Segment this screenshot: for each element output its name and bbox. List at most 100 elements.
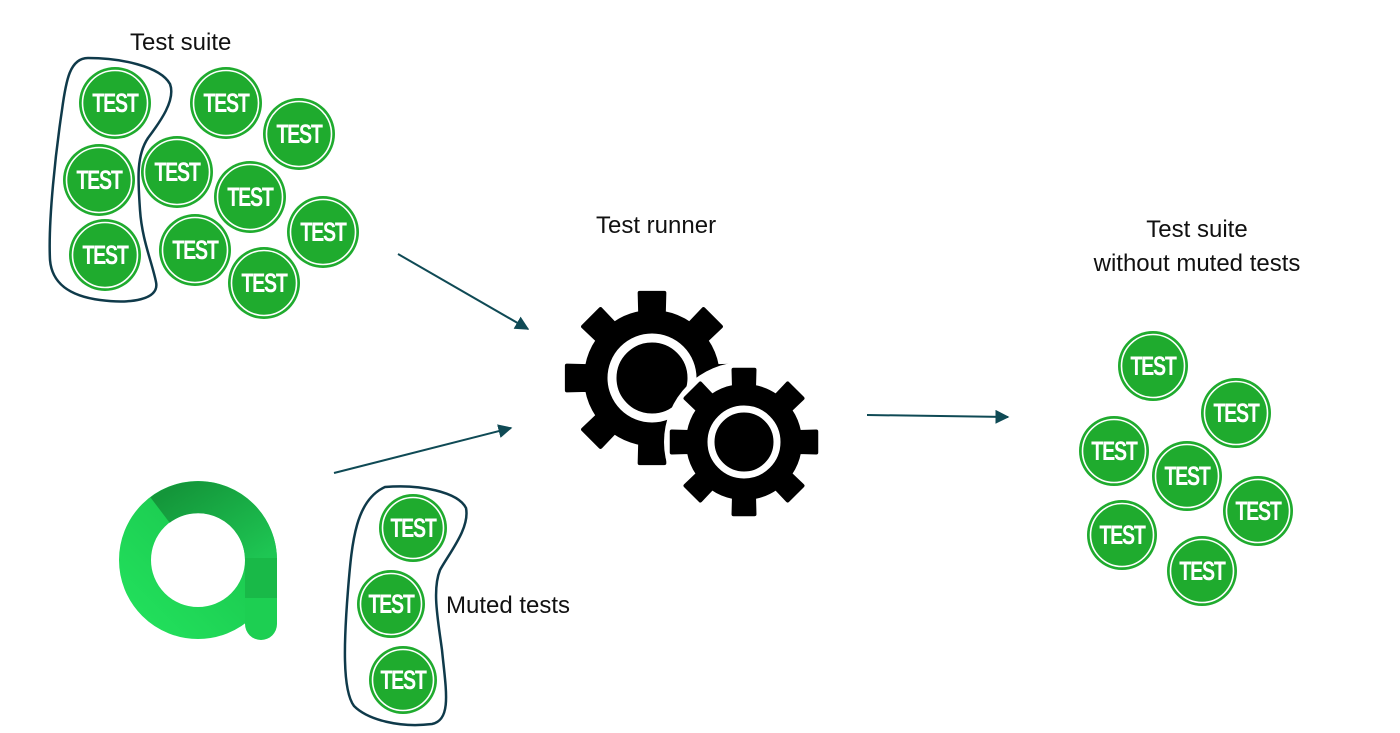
badge-label: TEST bbox=[227, 182, 274, 212]
badge-label: TEST bbox=[1179, 556, 1226, 586]
result-suite-label-line2: without muted tests bbox=[1093, 250, 1301, 277]
small-gear-icon bbox=[669, 367, 819, 517]
badge-circle bbox=[190, 67, 262, 139]
test-badge-icon: TEST bbox=[159, 214, 231, 286]
badge-label: TEST bbox=[154, 157, 201, 187]
badge-circle bbox=[379, 494, 447, 562]
muted-subset-outline bbox=[48, 56, 173, 303]
gear-body bbox=[669, 367, 819, 517]
badge-circle bbox=[214, 161, 286, 233]
badge-ring bbox=[143, 138, 211, 206]
test-badge-icon: TEST bbox=[141, 136, 213, 208]
badge-label: TEST bbox=[82, 240, 129, 270]
test-badge-icon: TEST bbox=[79, 67, 151, 139]
badge-label: TEST bbox=[1164, 461, 1211, 491]
badge-ring bbox=[1154, 443, 1220, 509]
badge-circle bbox=[1087, 500, 1157, 570]
badge-label: TEST bbox=[1099, 520, 1146, 550]
test-badge-icon: TEST bbox=[369, 646, 437, 714]
muted-tests-outline bbox=[343, 485, 468, 727]
badge-circle bbox=[159, 214, 231, 286]
test-badge-icon: TEST bbox=[287, 196, 359, 268]
muted-tests-group: TEST TEST TEST bbox=[357, 494, 447, 714]
badge-label: TEST bbox=[172, 235, 219, 265]
badge-ring bbox=[265, 100, 333, 168]
badge-ring bbox=[161, 216, 229, 284]
badge-circle bbox=[63, 144, 135, 216]
badge-circle bbox=[369, 646, 437, 714]
badge-circle bbox=[141, 136, 213, 208]
test-badge-icon: TEST bbox=[214, 161, 286, 233]
test-badge-icon: TEST bbox=[1223, 476, 1293, 546]
badge-label: TEST bbox=[92, 88, 139, 118]
test-badge-icon: TEST bbox=[357, 570, 425, 638]
badge-circle bbox=[228, 247, 300, 319]
badge-label: TEST bbox=[276, 119, 323, 149]
test-badge-icon: TEST bbox=[190, 67, 262, 139]
test-badge-icon: TEST bbox=[379, 494, 447, 562]
badge-label: TEST bbox=[1091, 436, 1138, 466]
badge-ring bbox=[1120, 333, 1186, 399]
gear-ring bbox=[607, 333, 697, 423]
muted-tests-label: Muted tests bbox=[446, 592, 570, 619]
badge-label: TEST bbox=[203, 88, 250, 118]
badge-ring bbox=[192, 69, 260, 137]
badge-ring bbox=[216, 163, 284, 231]
badge-circle bbox=[1079, 416, 1149, 486]
badge-circle bbox=[1201, 378, 1271, 448]
badge-label: TEST bbox=[76, 165, 123, 195]
test-badge-icon: TEST bbox=[1087, 500, 1157, 570]
badge-circle bbox=[1223, 476, 1293, 546]
badge-ring bbox=[65, 146, 133, 214]
badge-circle bbox=[287, 196, 359, 268]
badge-label: TEST bbox=[368, 589, 415, 619]
badge-ring bbox=[71, 221, 139, 289]
badge-ring bbox=[1203, 380, 1269, 446]
badge-label: TEST bbox=[1130, 351, 1177, 381]
test-suite-label: Test suite bbox=[130, 29, 231, 56]
arrow-suite-to-runner bbox=[397, 253, 530, 330]
test-badge-icon: TEST bbox=[263, 98, 335, 170]
arrow-runner-to-result bbox=[866, 409, 1010, 424]
badge-circle bbox=[69, 219, 141, 291]
test-badge-icon: TEST bbox=[228, 247, 300, 319]
badge-label: TEST bbox=[1213, 398, 1260, 428]
badge-ring bbox=[230, 249, 298, 317]
test-badge-icon: TEST bbox=[1152, 441, 1222, 511]
test-badge-icon: TEST bbox=[1201, 378, 1271, 448]
gear-ring bbox=[707, 405, 781, 479]
test-runner-label: Test runner bbox=[596, 212, 716, 239]
badge-circle bbox=[1167, 536, 1237, 606]
badge-label: TEST bbox=[241, 268, 288, 298]
test-badge-icon: TEST bbox=[69, 219, 141, 291]
test-badge-icon: TEST bbox=[1118, 331, 1188, 401]
badge-ring bbox=[1225, 478, 1291, 544]
badge-label: TEST bbox=[390, 513, 437, 543]
badge-ring bbox=[289, 198, 357, 266]
badge-ring bbox=[1089, 502, 1155, 568]
badge-ring bbox=[1169, 538, 1235, 604]
badge-ring bbox=[1081, 418, 1147, 484]
gears-icon bbox=[564, 290, 824, 522]
badge-label: TEST bbox=[1235, 496, 1282, 526]
allure-logo-icon bbox=[119, 481, 277, 640]
badge-circle bbox=[1152, 441, 1222, 511]
badge-label: TEST bbox=[300, 217, 347, 247]
test-badge-icon: TEST bbox=[63, 144, 135, 216]
arrow-muted-to-runner bbox=[333, 424, 513, 474]
test-badge-icon: TEST bbox=[1079, 416, 1149, 486]
badge-circle bbox=[1118, 331, 1188, 401]
badge-circle bbox=[263, 98, 335, 170]
result-suite-label-line1: Test suite bbox=[1146, 216, 1247, 243]
test-badge-icon: TEST bbox=[1167, 536, 1237, 606]
badge-ring bbox=[371, 648, 435, 712]
badge-circle bbox=[357, 570, 425, 638]
test-suite-group: TEST TEST TEST TEST TEST TEST TEST TEST TEST TEST bbox=[63, 67, 359, 319]
result-suite-group: TEST TEST TEST TEST TEST TEST TEST bbox=[1079, 331, 1293, 606]
badge-ring bbox=[381, 496, 445, 560]
badge-label: TEST bbox=[380, 665, 427, 695]
badge-circle bbox=[79, 67, 151, 139]
badge-ring bbox=[81, 69, 149, 137]
badge-ring bbox=[359, 572, 423, 636]
